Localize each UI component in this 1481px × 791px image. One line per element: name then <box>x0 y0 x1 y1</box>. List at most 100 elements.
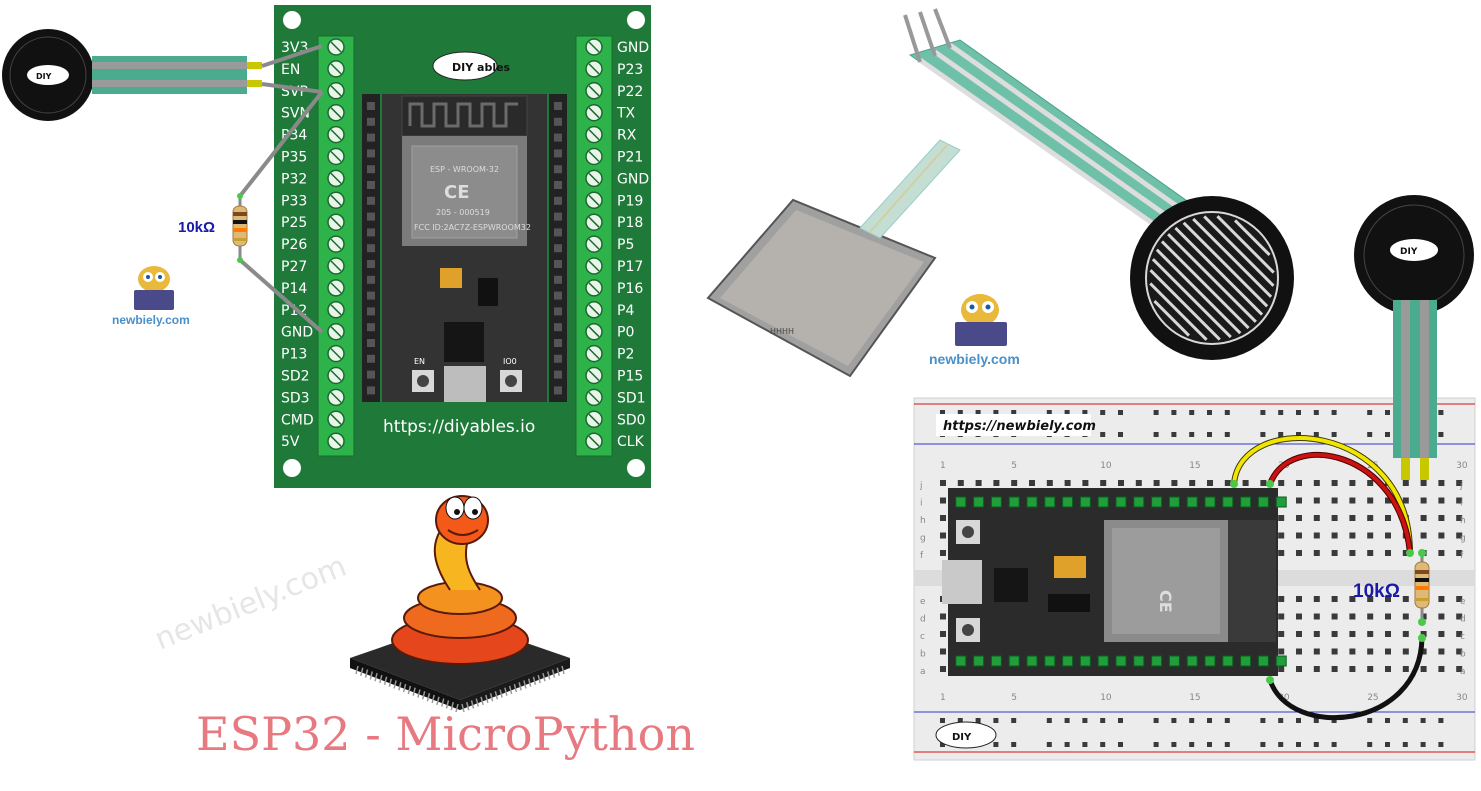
newbiely-owl-left <box>134 266 174 310</box>
bb-rail-hole <box>1296 718 1301 723</box>
bb-hole <box>1438 550 1445 556</box>
bb-rail-hole <box>1438 742 1444 747</box>
devkit-pin <box>973 655 985 667</box>
bb-hole <box>1402 631 1409 637</box>
bb-rail-hole <box>1224 432 1230 437</box>
header-hole <box>554 291 562 300</box>
bb-rail-hole <box>1367 410 1373 415</box>
bb-rail-hole <box>940 410 945 415</box>
pin-labels-right: GNDP23P22TXRXP21GNDP19P18P5P17P16P4P0P2P… <box>616 40 649 450</box>
fsr-stripe <box>1203 215 1275 287</box>
bb-rail-hole <box>1313 742 1319 747</box>
breadboard-url-box <box>936 414 1091 436</box>
pin-label-gnd: GND <box>617 40 649 56</box>
fsr-trace <box>1420 300 1429 480</box>
bb-hole <box>1420 532 1427 539</box>
fsr-sensor-round <box>903 8 1294 360</box>
bb-hole <box>1331 648 1338 655</box>
bb-rail-hole <box>957 718 963 723</box>
pin-label-p15: P15 <box>617 369 643 385</box>
devkit-pin <box>1204 496 1216 508</box>
bb-rail-hole <box>1260 718 1266 723</box>
devkit-pin <box>1240 496 1252 508</box>
bb-rail-hole <box>1313 432 1319 437</box>
bb-hole <box>1331 515 1338 521</box>
fsr-stripe <box>1192 217 1273 298</box>
bb-hole <box>1296 631 1302 637</box>
wroom-shield <box>411 145 518 239</box>
usb-port <box>942 560 982 604</box>
bb-hole <box>1385 666 1391 672</box>
pin-label-sd1: SD1 <box>617 390 646 406</box>
devkit-pin <box>1240 655 1252 667</box>
bb-hole <box>1331 532 1338 539</box>
bb-hole <box>1278 596 1285 602</box>
header-hole <box>554 228 562 237</box>
bb-rail-hole <box>1278 742 1284 747</box>
bb-hole <box>1046 480 1053 486</box>
bb-rail-hole <box>1064 410 1070 415</box>
mount-hole <box>283 459 301 477</box>
pin-label-p34: P34 <box>281 128 307 144</box>
devkit-pin <box>1133 496 1145 508</box>
header-hole <box>554 196 562 205</box>
resistor-left <box>232 193 248 263</box>
bb-hole <box>1367 613 1374 620</box>
devkit-pin <box>1151 496 1163 508</box>
ce-mark: CE <box>444 182 470 203</box>
bb-rail-hole <box>975 718 981 723</box>
bb-rail-hole <box>1207 742 1212 747</box>
bb-hole <box>1438 480 1445 486</box>
column-number: 15 <box>1189 693 1200 703</box>
bb-hole <box>975 480 982 486</box>
bb-hole <box>1331 631 1338 637</box>
devkit-pin <box>1062 655 1074 667</box>
row-letter: g <box>1460 534 1466 544</box>
bb-rail-hole <box>1171 742 1177 747</box>
row-letter: i <box>1460 499 1463 509</box>
bb-rail-hole <box>1207 410 1212 415</box>
column-number: 10 <box>1100 693 1112 703</box>
en-label: EN <box>414 357 425 366</box>
bb-hole <box>1296 515 1302 521</box>
pin-label-p4: P4 <box>617 303 634 319</box>
pin-label-p21: P21 <box>617 150 643 166</box>
bb-hole <box>1296 596 1302 602</box>
pin-label-p16: P16 <box>617 281 643 297</box>
svg-text:DIY: DIY <box>1400 247 1418 257</box>
bb-hole <box>1456 596 1463 602</box>
column-number: 10 <box>1100 461 1112 471</box>
watermark-text: newbiely.com <box>150 549 352 658</box>
fsr-stripe <box>1174 226 1264 316</box>
fsr-stripe <box>1153 299 1191 337</box>
fsr-stripe <box>1160 240 1250 330</box>
bb-hole <box>1402 613 1409 620</box>
bb-rail-hole <box>1385 718 1390 723</box>
devkit-pin <box>1257 496 1269 508</box>
devkit-pin <box>955 496 967 508</box>
bb-hole <box>1118 480 1124 486</box>
fsr-sensor-breadboard: DIY <box>1354 195 1474 480</box>
bb-hole <box>1402 666 1409 672</box>
wire-red <box>1268 452 1412 554</box>
devkit-pins <box>955 496 1287 667</box>
bb-hole <box>1313 532 1320 539</box>
bb-rail-hole <box>1367 432 1373 437</box>
devkit-pin <box>1275 655 1287 667</box>
pin-label-p17: P17 <box>617 259 643 275</box>
bb-rail-hole <box>1385 410 1390 415</box>
bb-rail-hole <box>1331 718 1337 723</box>
page-title: ESP32 - MicroPython <box>196 707 695 761</box>
bb-rail-hole <box>993 718 999 723</box>
header-hole <box>554 354 562 363</box>
devkit-pin <box>1275 496 1287 508</box>
bb-rail-hole <box>1278 432 1284 437</box>
bb-hole <box>1082 480 1089 486</box>
bb-hole <box>1242 480 1249 486</box>
header-hole <box>554 386 562 395</box>
pin-label-rx: RX <box>617 128 637 144</box>
bb-hole <box>1153 480 1160 486</box>
bb-rail-hole <box>993 742 999 747</box>
bb-hole <box>1402 497 1409 504</box>
